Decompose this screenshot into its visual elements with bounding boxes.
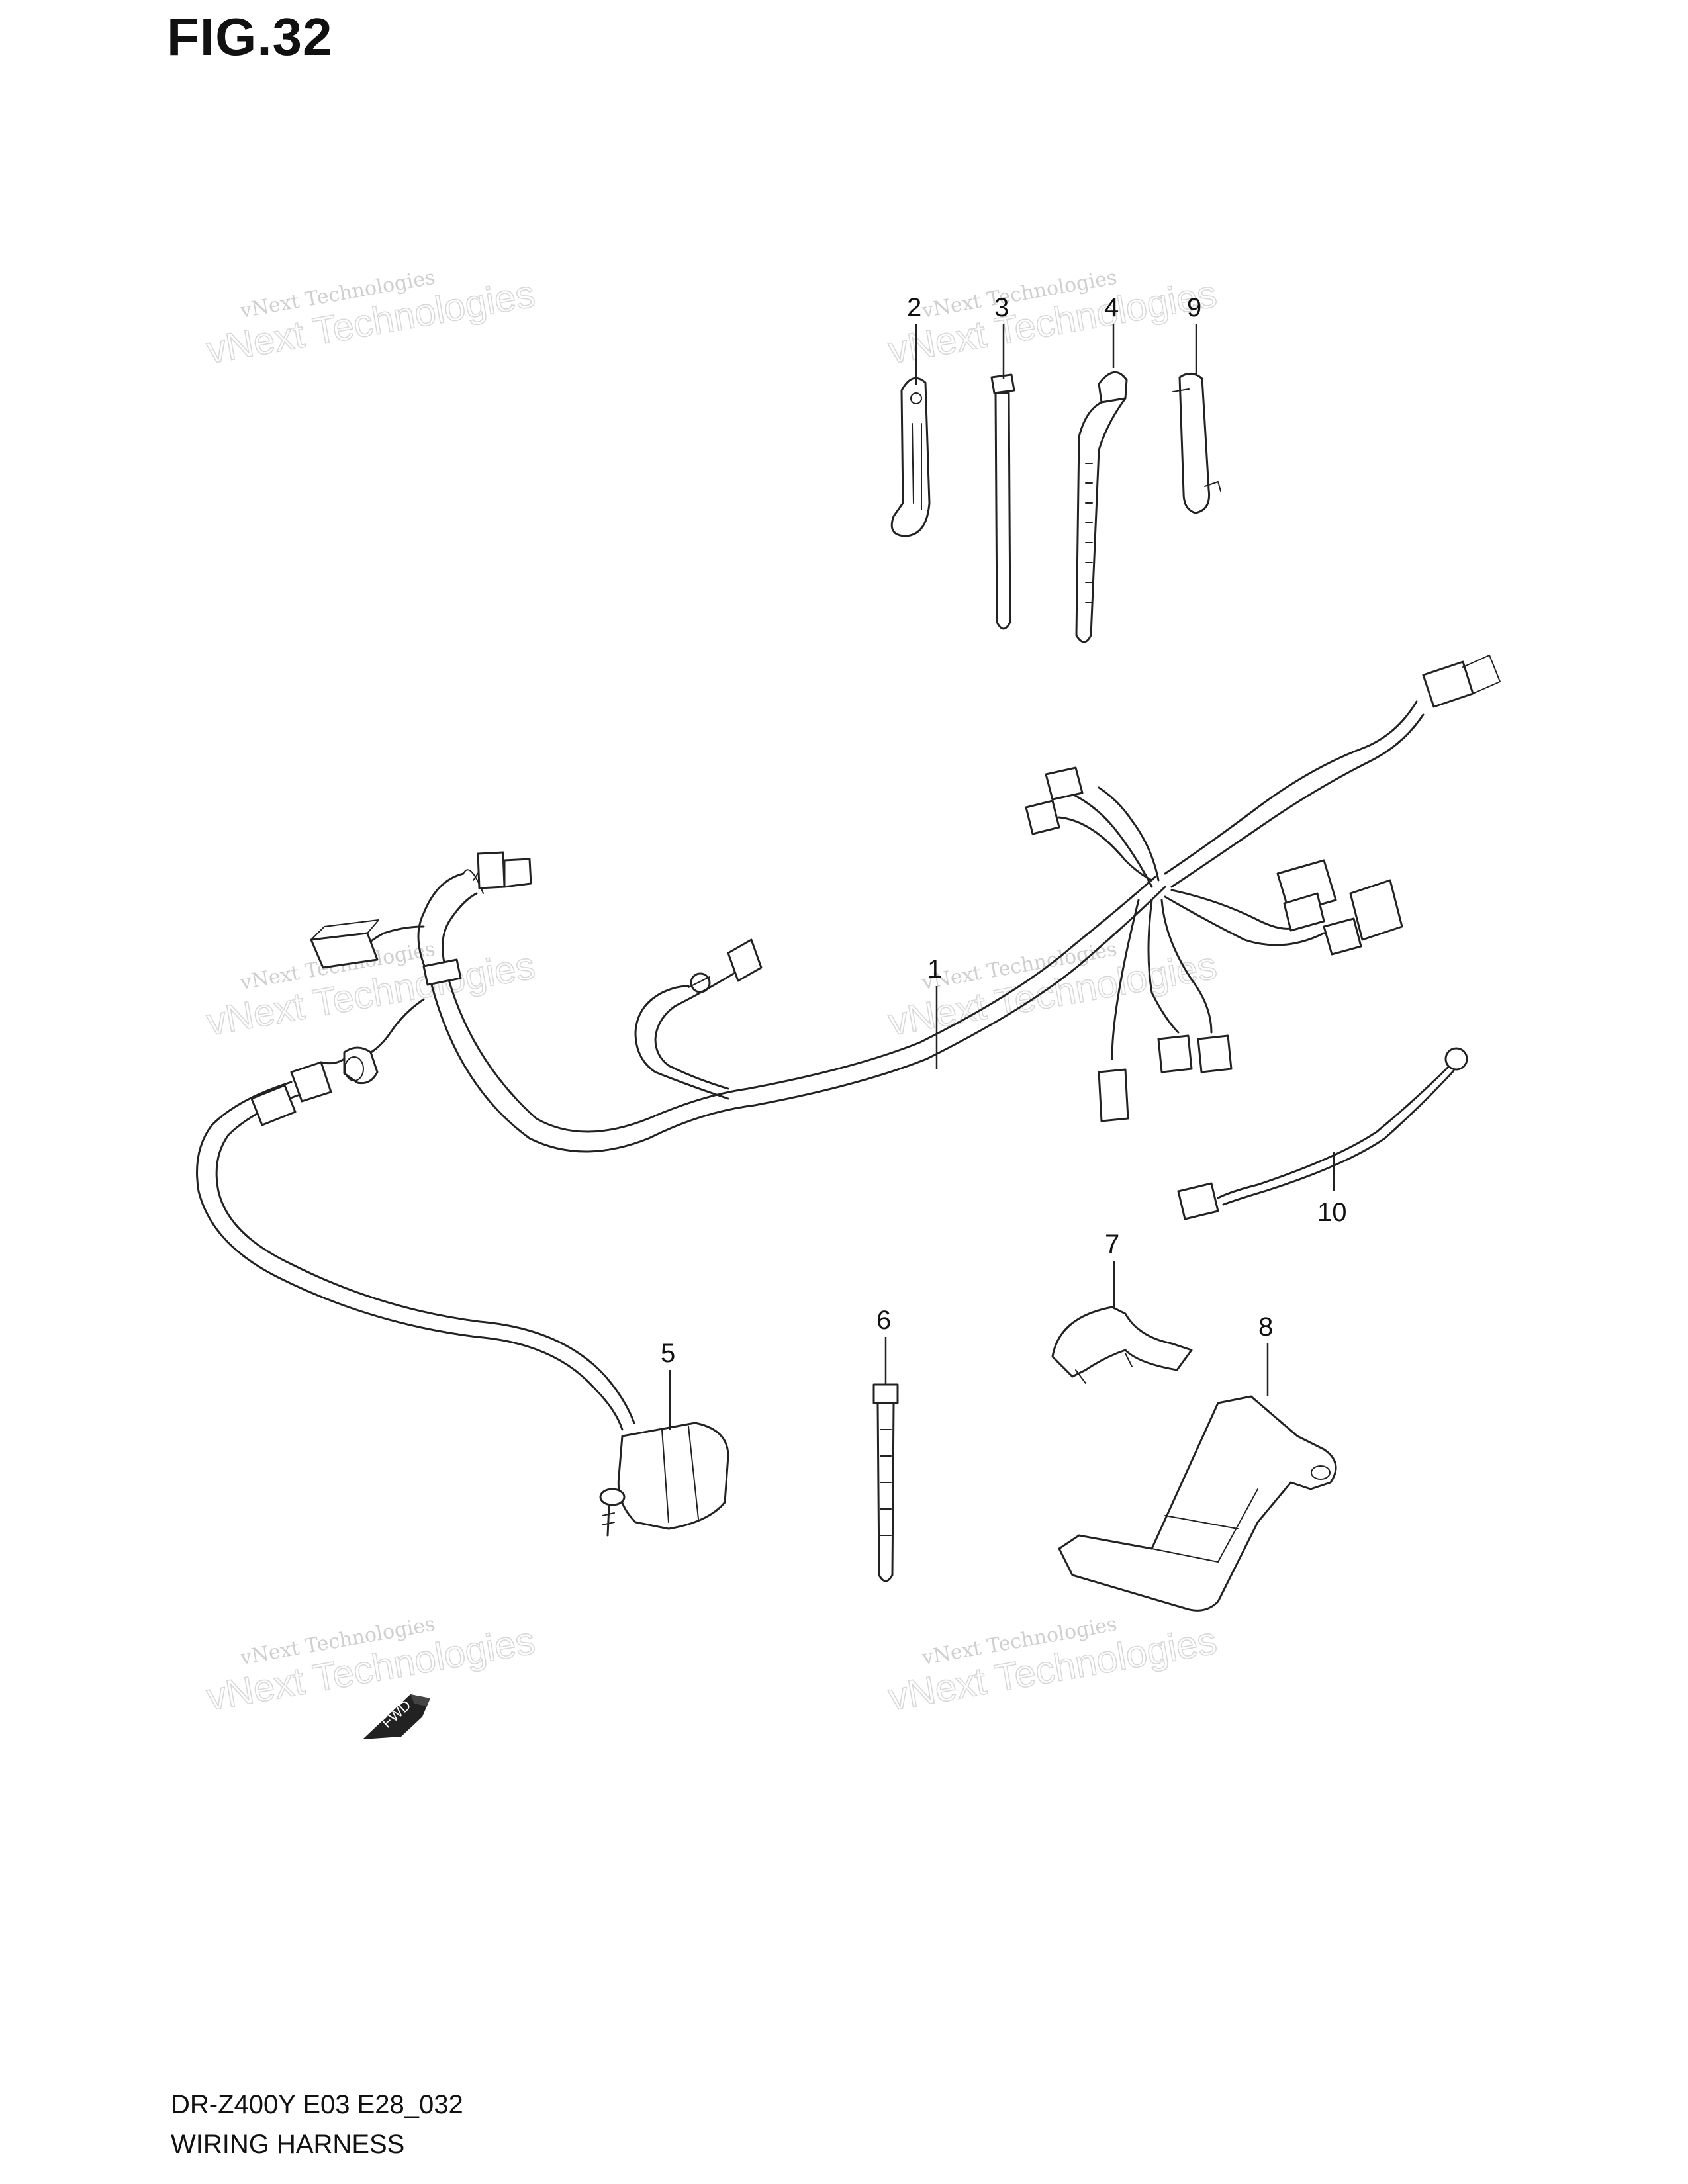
watermark-topleft: vNext Technologies vNext Technologies: [203, 266, 539, 373]
callout-labels: 2 3 4 9 1 5 6 7 8 10: [661, 293, 1347, 1368]
callout-6: 6: [876, 1306, 891, 1335]
callout-4: 4: [1104, 293, 1119, 322]
part-3-tie-strap: [990, 373, 1015, 630]
watermark-lowleft: vNext Technologies vNext Technologies: [203, 1613, 539, 1719]
callout-1: 1: [927, 955, 942, 984]
callout-3: 3: [994, 293, 1009, 322]
callout-5: 5: [661, 1339, 675, 1368]
callout-leaders: [669, 324, 1335, 1430]
part-2-clamp: [890, 377, 931, 537]
front-arrow-icon: FWD: [363, 1694, 430, 1739]
figure-title: FIG.32: [167, 7, 333, 66]
watermark-lowcenter: vNext Technologies vNext Technologies: [885, 1613, 1221, 1719]
part-8-bracket: [1058, 1395, 1337, 1612]
callout-8: 8: [1258, 1312, 1273, 1342]
part-4-clamp-band: [1075, 371, 1128, 643]
part-9-clamp-clip: [1172, 373, 1221, 514]
watermark-topcenter: vNext Technologies vNext Technologies: [885, 266, 1221, 373]
section-name: WIRING HARNESS: [171, 2130, 405, 2159]
part-6-tie-band: [872, 1383, 899, 1582]
callout-7: 7: [1105, 1230, 1119, 1259]
callout-2: 2: [907, 293, 921, 322]
part-5-horn-switch-assembly: [599, 1422, 729, 1537]
part-7-cover: [1051, 1306, 1193, 1384]
callout-10: 10: [1317, 1198, 1347, 1227]
part-1-wiring-harness: [196, 655, 1501, 1431]
callout-9: 9: [1187, 293, 1201, 322]
model-code: DR-Z400Y E03 E28_032: [171, 2090, 463, 2119]
part-10-ground-lead: [1177, 1047, 1468, 1220]
